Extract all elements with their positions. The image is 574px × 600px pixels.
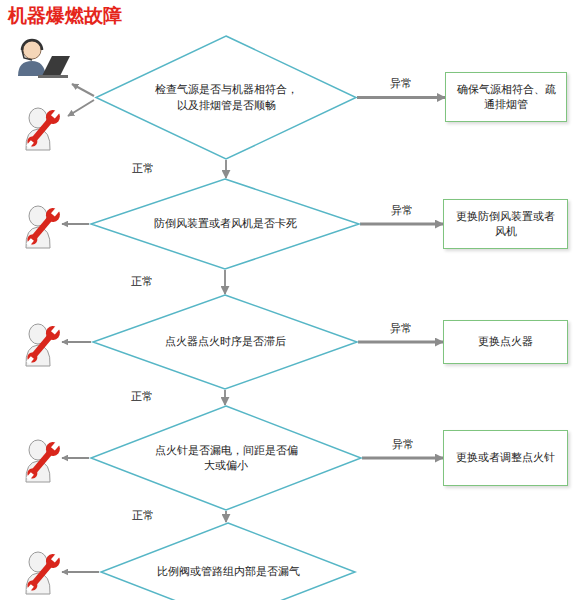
- diamond-shape: [91, 406, 361, 510]
- diagram-title: 机器爆燃故障: [8, 3, 122, 29]
- assign-line: [62, 223, 89, 225]
- action-box: 确保气源相符合、疏通排烟管: [445, 72, 567, 122]
- node-text: 检查气源是否与机器相符合，以及排烟管是否顺畅: [153, 82, 300, 113]
- edge-label: 异常: [390, 438, 416, 452]
- technician-icon: [22, 322, 64, 368]
- diamond-shape: [96, 36, 356, 159]
- decision-diamond: 比例阀或管路组内部是否漏气: [100, 522, 356, 600]
- edge-label: 正常: [130, 162, 156, 176]
- technician-icon: [22, 550, 64, 596]
- edge-label: 异常: [388, 322, 414, 336]
- diamond-outline: [100, 522, 356, 600]
- abnormal-arrow: [358, 341, 443, 344]
- node-text: 防倒风装置或者风机是否卡死: [150, 216, 301, 231]
- assign-line: [68, 100, 94, 116]
- decision-diamond: 点火器点火时序是否滞后: [92, 294, 358, 390]
- assign-line: [62, 571, 99, 573]
- normal-arrow: [224, 270, 226, 294]
- action-box: 更换点火器: [443, 320, 568, 364]
- technician-icon: [22, 106, 64, 152]
- diamond-shape: [93, 295, 357, 389]
- assign-line: [62, 341, 91, 343]
- assign-line: [72, 84, 94, 96]
- action-box: 更换防倒风装置或者风机: [443, 199, 568, 249]
- normal-arrow: [225, 511, 227, 522]
- node-text: 更换点火器: [478, 334, 533, 349]
- edge-label: 正常: [129, 390, 155, 404]
- node-text: 确保气源相符合、疏通排烟管: [454, 82, 558, 113]
- abnormal-arrow: [357, 96, 445, 99]
- technician-icon: [22, 438, 64, 484]
- decision-diamond: 检查气源是否与机器相符合，以及排烟管是否顺畅: [95, 35, 357, 160]
- node-text: 比例阀或管路组内部是否漏气: [157, 564, 300, 579]
- node-text: 更换防倒风装置或者风机: [452, 209, 559, 240]
- assign-line: [62, 457, 89, 459]
- decision-diamond: 点火针是否漏电，间距是否偏大或偏小: [90, 405, 362, 511]
- node-text: 更换或者调整点火针: [456, 450, 555, 465]
- edge-label: 正常: [129, 275, 155, 289]
- abnormal-arrow: [360, 223, 443, 226]
- action-box: 更换或者调整点火针: [443, 430, 568, 486]
- diamond-shape: [91, 179, 359, 269]
- diamond-outline: [95, 35, 357, 160]
- technician-icon: [22, 204, 64, 250]
- decision-diamond: 防倒风装置或者风机是否卡死: [90, 178, 360, 270]
- normal-arrow: [225, 160, 227, 178]
- support-person-icon: [18, 40, 70, 78]
- normal-arrow: [224, 390, 226, 405]
- edge-label: 异常: [388, 77, 414, 91]
- node-text: 点火器点火时序是否滞后: [151, 334, 300, 349]
- diamond-outline: [90, 405, 362, 511]
- edge-label: 正常: [130, 509, 156, 523]
- edge-label: 异常: [389, 204, 415, 218]
- node-text: 点火针是否漏电，间距是否偏大或偏小: [150, 443, 302, 474]
- abnormal-arrow: [362, 457, 443, 460]
- diamond-shape: [101, 523, 355, 600]
